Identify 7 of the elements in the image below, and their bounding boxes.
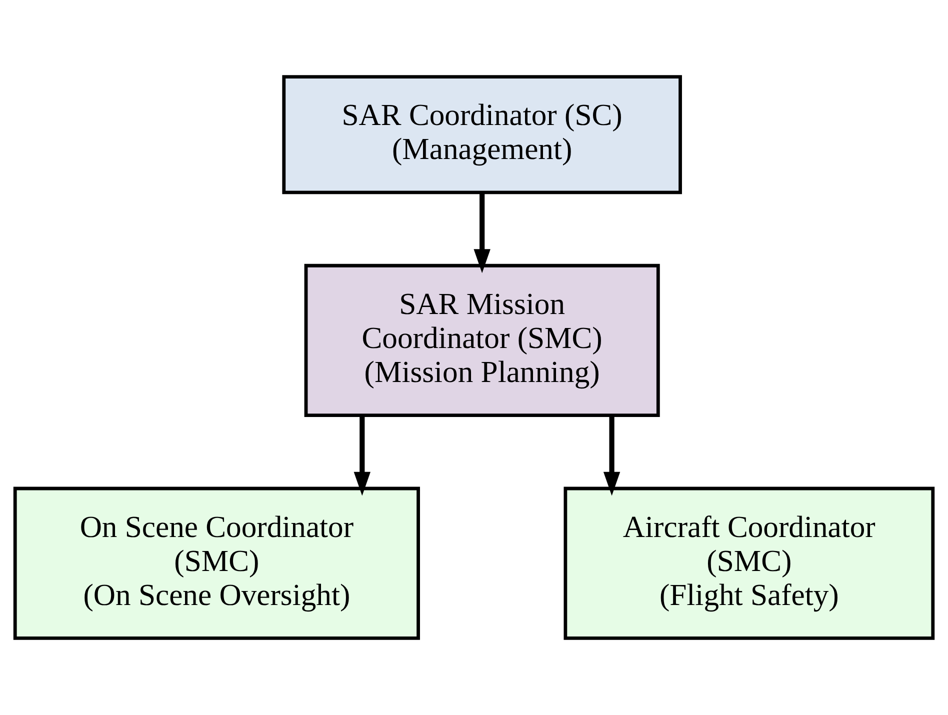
- node-box: SAR Coordinator (SC) (Management): [282, 75, 682, 194]
- node-box: SAR Mission Coordinator (SMC) (Mission Planning): [304, 264, 660, 418]
- arrow: [474, 192, 490, 274]
- node-box: Aircraft Coordinator (SMC) (Flight Safety): [564, 486, 935, 640]
- arrow: [354, 416, 370, 496]
- arrow: [603, 416, 620, 496]
- node-box: On Scene Coordinator (SMC) (On Scene Oversight): [13, 486, 420, 640]
